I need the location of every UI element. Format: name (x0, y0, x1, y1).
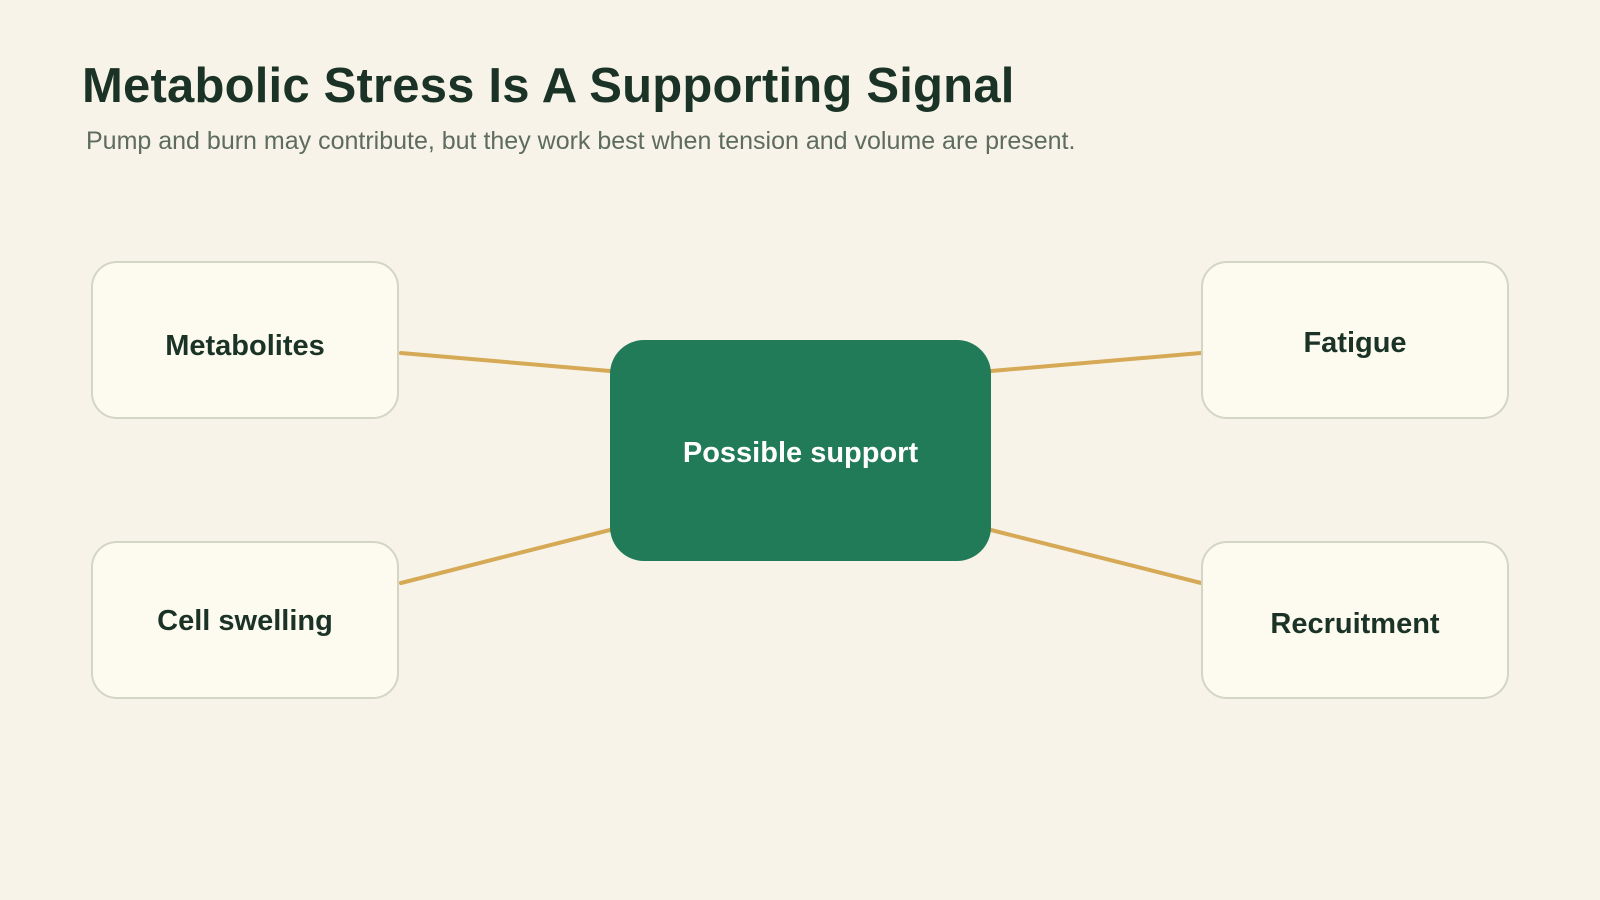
slide-subtitle: Pump and burn may contribute, but they w… (86, 127, 1076, 155)
node-label: Recruitment (1270, 607, 1440, 640)
connector-top-left (399, 351, 612, 373)
node-cell-swelling: Cell swelling (91, 541, 399, 699)
node-label: Metabolites (165, 329, 325, 362)
node-label: Cell swelling (157, 604, 333, 637)
connector-bottom-left (399, 528, 612, 585)
node-recruitment: Recruitment (1201, 541, 1509, 699)
connector-bottom-right (989, 528, 1203, 585)
center-label: Possible support (682, 437, 919, 469)
slide-title: Metabolic Stress Is A Supporting Signal (82, 59, 1015, 113)
connector-top-right (989, 351, 1203, 373)
node-center-possible-support: Possible support (610, 340, 991, 561)
node-label: Fatigue (1303, 326, 1407, 359)
node-metabolites: Metabolites (91, 261, 399, 419)
node-fatigue: Fatigue (1201, 261, 1509, 419)
